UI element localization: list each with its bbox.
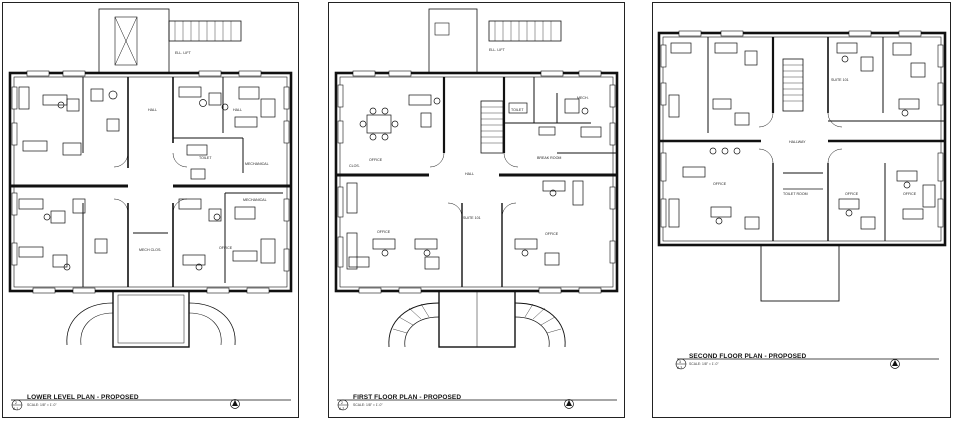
label-office-left: OFFICE [369,158,383,162]
drawing-scale: SCALE: 1/8" = 1'-0" [353,403,383,407]
label-office-bottom-left: OFFICE [377,230,391,234]
label-suite-101: SUITE 101 [831,78,849,82]
drawing-title: LOWER LEVEL PLAN - PROPOSED [27,394,139,401]
drawing-scale: SCALE: 1/8" = 1'-0" [689,362,719,366]
sheet-second-floor: SUITE 101 HALLWAY OFFICE TOILET ROOM OFF… [652,2,951,418]
second-floor-plan: SUITE 101 HALLWAY OFFICE TOILET ROOM OFF… [657,30,947,370]
label-clos: CLOS. [349,164,360,168]
label-hall-top: HALL [148,108,157,112]
label-hallway: HALLWAY [789,140,806,144]
drawing-tag-number: 3 [679,360,681,364]
sheet-first-floor: OFFICE CLOS. HALL SUITE 101 OFFICE OFFIC… [328,2,625,418]
label-office: OFFICE [219,246,233,250]
first-floor-plan: OFFICE CLOS. HALL SUITE 101 OFFICE OFFIC… [334,8,619,411]
north-arrow-icon [892,360,898,366]
drawing-title: SECOND FLOOR PLAN - PROPOSED [689,353,806,360]
drawing-tag-number: 2 [341,401,343,405]
drawing-tag-number: 2 [15,401,17,405]
label-suite-101: SUITE 101 [463,216,481,220]
label-office-left: OFFICE [713,182,727,186]
drawing-tag-sheet: A-2 [339,407,344,411]
label-office-far-right: OFFICE [903,192,917,196]
north-arrow-icon [566,400,572,406]
label-hall: HALL [465,172,474,176]
label-hall-right: HALL [233,108,242,112]
north-arrow-icon [232,400,238,406]
label-toilet: TOILET [199,156,212,160]
label-elev-lift: ELL. LIFT [489,48,506,52]
label-mechanical: MECHANICAL [245,162,269,166]
drawing-tag-sheet: A-3 [677,366,682,370]
label-break-room: BREAK ROOM [537,156,561,160]
label-office-bottom-right: OFFICE [545,232,559,236]
label-mech: MECH. [577,96,589,100]
label-elev-lift: ELL. LIFT [175,51,192,55]
label-office-right: OFFICE [845,192,859,196]
label-toilet-room: TOILET ROOM [783,192,808,196]
lower-level-floor-plan: HALL HALL TOILET MECHANICAL MECHANICAL M… [8,8,293,411]
label-toilet: TOILET [511,108,524,112]
sheet-lower-level: HALL HALL TOILET MECHANICAL MECHANICAL M… [2,2,299,418]
label-mechanical-2: MECHANICAL [243,198,267,202]
drawing-scale: SCALE: 1/8" = 1'-0" [27,403,57,407]
drawing-title: FIRST FLOOR PLAN - PROPOSED [353,394,461,401]
drawing-tag-sheet: A-1 [13,407,18,411]
label-mech-clos: MECH CLOS. [139,248,161,252]
